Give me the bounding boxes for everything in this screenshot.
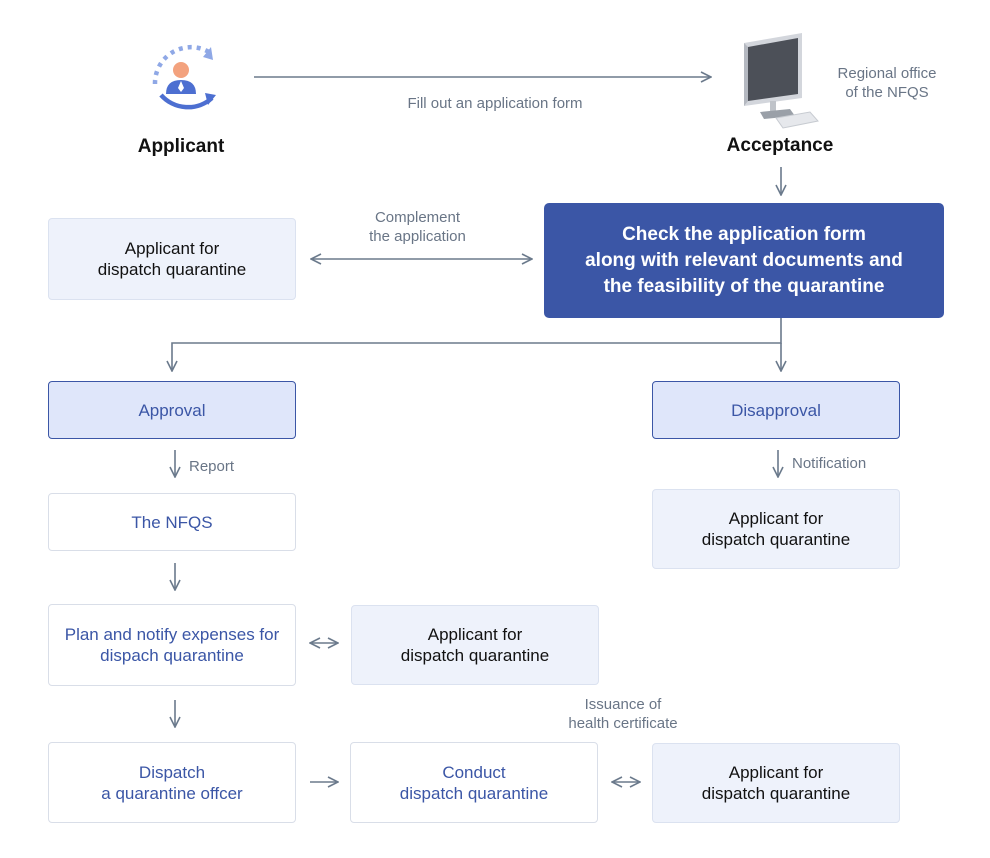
disapproval-box: Disapproval: [652, 381, 900, 439]
approval-box: Approval: [48, 381, 296, 439]
applicant-box-notification: Applicant for dispatch quarantine: [652, 489, 900, 569]
plan-expenses-box: Plan and notify expenses for dispach qua…: [48, 604, 296, 686]
conduct-quarantine-box: Conduct dispatch quarantine: [350, 742, 598, 823]
applicant-title: Applicant: [137, 136, 225, 157]
fill-out-label: Fill out an application form: [407, 95, 583, 112]
regional-office-label: Regional office of the NFQS: [837, 65, 937, 101]
connector-split-approval: [172, 318, 782, 371]
applicant-box-issuance: Applicant for dispatch quarantine: [652, 743, 900, 823]
notification-label: Notification: [792, 455, 867, 472]
check-application-box: Check the application form along with re…: [544, 203, 944, 318]
issuance-label: Issuance of health certificate: [568, 696, 678, 732]
complement-label: Complement the application: [369, 209, 466, 245]
applicant-box-plan: Applicant for dispatch quarantine: [351, 605, 599, 685]
nfqs-box: The NFQS: [48, 493, 296, 551]
report-label: Report: [189, 458, 235, 475]
user-cycle-icon: [152, 44, 216, 110]
acceptance-title: Acceptance: [726, 135, 834, 156]
applicant-box-complement: Applicant for dispatch quarantine: [48, 218, 296, 300]
dispatch-officer-box: Dispatch a quarantine offcer: [48, 742, 296, 823]
monitor-icon: [744, 33, 819, 129]
